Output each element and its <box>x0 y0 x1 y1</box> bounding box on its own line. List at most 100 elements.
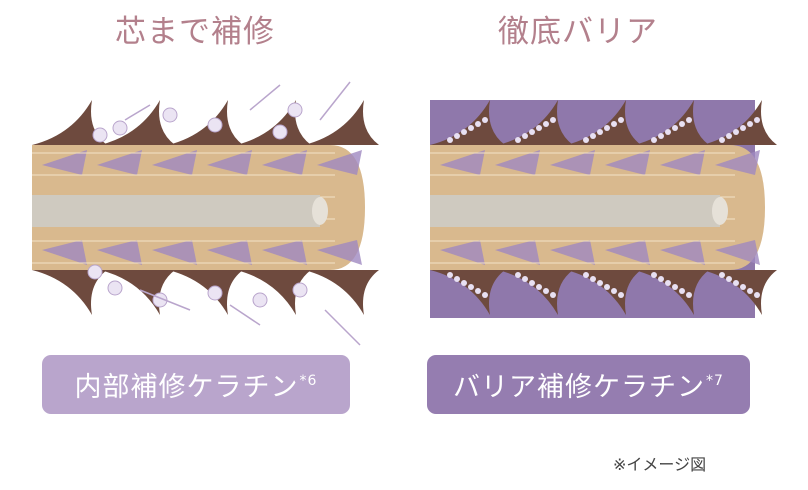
cuticle-scale <box>32 270 107 315</box>
keratin-particle <box>252 292 268 308</box>
keratin-particle <box>672 284 678 290</box>
footnote-mark: *6 <box>299 372 318 389</box>
keratin-particle <box>543 288 549 294</box>
medulla <box>32 195 320 227</box>
keratin-particle <box>287 102 303 118</box>
keratin-particle <box>515 137 521 143</box>
cortex-fiber <box>660 240 705 265</box>
keratin-particle <box>754 117 760 123</box>
keratin-particle <box>665 280 671 286</box>
keratin-particle <box>604 284 610 290</box>
keratin-particle <box>475 288 481 294</box>
keratin-particle <box>543 121 549 127</box>
keratin-particle <box>468 125 474 131</box>
arrow-line <box>139 289 191 311</box>
cuticle-scale <box>236 270 311 315</box>
keratin-particle <box>726 276 732 282</box>
cortex-fiber <box>42 240 87 265</box>
footnote-mark: *7 <box>706 372 724 389</box>
cortex-fiber <box>495 150 540 175</box>
internal-repair-keratin-badge: 内部補修ケラチン*6 <box>42 355 350 414</box>
keratin-particle <box>611 288 617 294</box>
cortex-fiber <box>42 150 87 175</box>
keratin-particle <box>550 117 556 123</box>
keratin-particle <box>679 288 685 294</box>
keratin-particle <box>597 129 603 135</box>
keratin-particle <box>726 133 732 139</box>
cuticle-scale <box>702 270 777 315</box>
keratin-particle <box>679 121 685 127</box>
illustration-note: ※イメージ図 <box>613 455 707 474</box>
medulla-end <box>312 197 328 225</box>
keratin-particle <box>618 117 624 123</box>
cuticle-scale <box>430 100 505 145</box>
keratin-particle <box>672 125 678 131</box>
keratin-particle <box>658 276 664 282</box>
cuticle-scale <box>566 100 641 145</box>
keratin-particle <box>515 272 521 278</box>
cuticle-scale <box>498 100 573 145</box>
cortex-fiber <box>262 240 307 265</box>
keratin-particle <box>482 117 488 123</box>
keratin-particle <box>468 284 474 290</box>
cortex-fiber <box>660 150 705 175</box>
keratin-particle <box>651 272 657 278</box>
keratin-particle <box>207 285 223 301</box>
internal-repair-hair-illustration <box>32 81 379 346</box>
cuticle-scale <box>304 270 379 315</box>
keratin-particle <box>207 117 223 133</box>
keratin-particle <box>454 133 460 139</box>
keratin-particle <box>447 137 453 143</box>
cortex-fiber <box>715 150 760 175</box>
cuticle-scale <box>32 100 107 145</box>
keratin-particle <box>87 264 103 280</box>
keratin-particle <box>482 292 488 298</box>
cortex-fiber <box>605 240 650 265</box>
keratin-particle <box>719 137 725 143</box>
keratin-particle <box>461 129 467 135</box>
cuticle-scale <box>100 100 175 145</box>
cuticle-scale <box>430 270 505 315</box>
medulla-end <box>712 197 728 225</box>
cuticle-scale <box>634 270 709 315</box>
keratin-particle <box>686 292 692 298</box>
keratin-particle <box>747 121 753 127</box>
keratin-particle <box>733 280 739 286</box>
keratin-particle <box>529 129 535 135</box>
keratin-particle <box>522 133 528 139</box>
arrow-line <box>249 84 281 111</box>
cortex-fiber <box>207 240 252 265</box>
keratin-particle <box>550 292 556 298</box>
keratin-particle <box>536 125 542 131</box>
cortex-fiber <box>550 150 595 175</box>
arrow-line <box>229 304 261 326</box>
cortex-fiber <box>495 240 540 265</box>
cuticle-scale <box>498 270 573 315</box>
cortex-fiber <box>440 150 485 175</box>
cuticle-scale <box>168 100 243 145</box>
arrow-line <box>319 81 351 121</box>
keratin-particle <box>292 282 308 298</box>
keratin-particle <box>611 121 617 127</box>
cortex-fiber <box>605 150 650 175</box>
badge-label: 内部補修ケラチン <box>74 372 299 403</box>
cortex-fiber <box>207 150 252 175</box>
medulla <box>430 195 720 227</box>
cuticle-scale <box>168 270 243 315</box>
keratin-particle <box>583 272 589 278</box>
keratin-particle <box>754 292 760 298</box>
cortex-fiber <box>440 240 485 265</box>
cortex-fiber <box>262 150 307 175</box>
cuticle-scale <box>566 270 641 315</box>
keratin-particle <box>740 284 746 290</box>
cortex-fiber <box>317 150 362 175</box>
arrow-line <box>124 104 151 121</box>
keratin-particle <box>658 133 664 139</box>
keratin-particle <box>590 133 596 139</box>
badge-label: バリア補修ケラチン <box>453 372 706 403</box>
keratin-particle <box>447 272 453 278</box>
keratin-particle <box>461 280 467 286</box>
cuticle-scale <box>634 100 709 145</box>
keratin-particle <box>651 137 657 143</box>
keratin-particle <box>107 280 123 296</box>
